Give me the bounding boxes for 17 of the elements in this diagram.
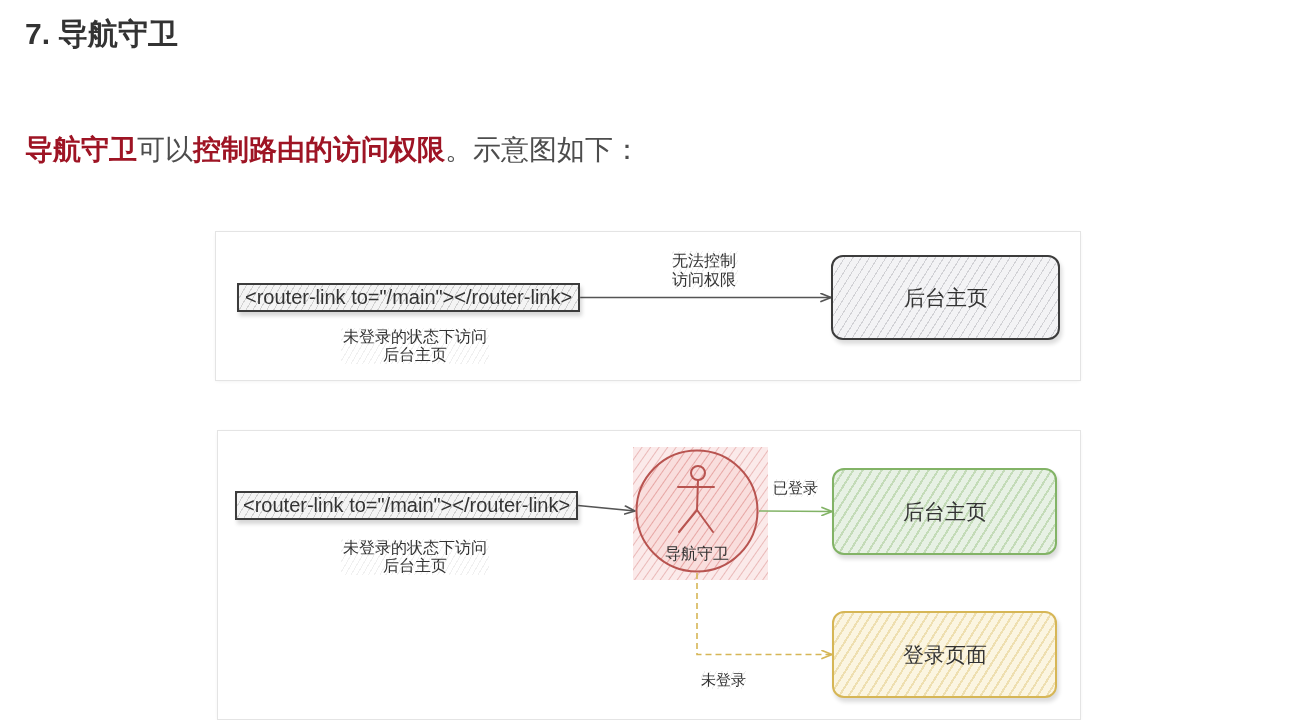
intro-text: 导航守卫可以控制路由的访问权限。示意图如下： [25,133,641,167]
code-box: <router-link to="/main"></router-link> [237,283,581,312]
page-box: 后台主页 [832,468,1057,555]
arrow [579,292,832,303]
page-box: 后台主页 [831,255,1060,340]
code-box: <router-link to="/main"></router-link> [235,491,579,520]
page-box: 登录页面 [832,611,1057,698]
diagram-panel [216,232,1080,380]
node-caption: 未登录的状态下访问后台主页 [341,539,489,575]
heading: 7. 导航守卫 [25,16,179,52]
node-caption: 未登录的状态下访问后台主页 [341,328,489,364]
edge-label: 已登录 [773,479,818,497]
node-label: 导航守卫 [665,544,729,563]
arrow [577,504,636,515]
diagram-panel [218,431,1080,719]
edge-label: 未登录 [701,671,746,689]
edge-label: 无法控制访问权限 [672,251,738,289]
